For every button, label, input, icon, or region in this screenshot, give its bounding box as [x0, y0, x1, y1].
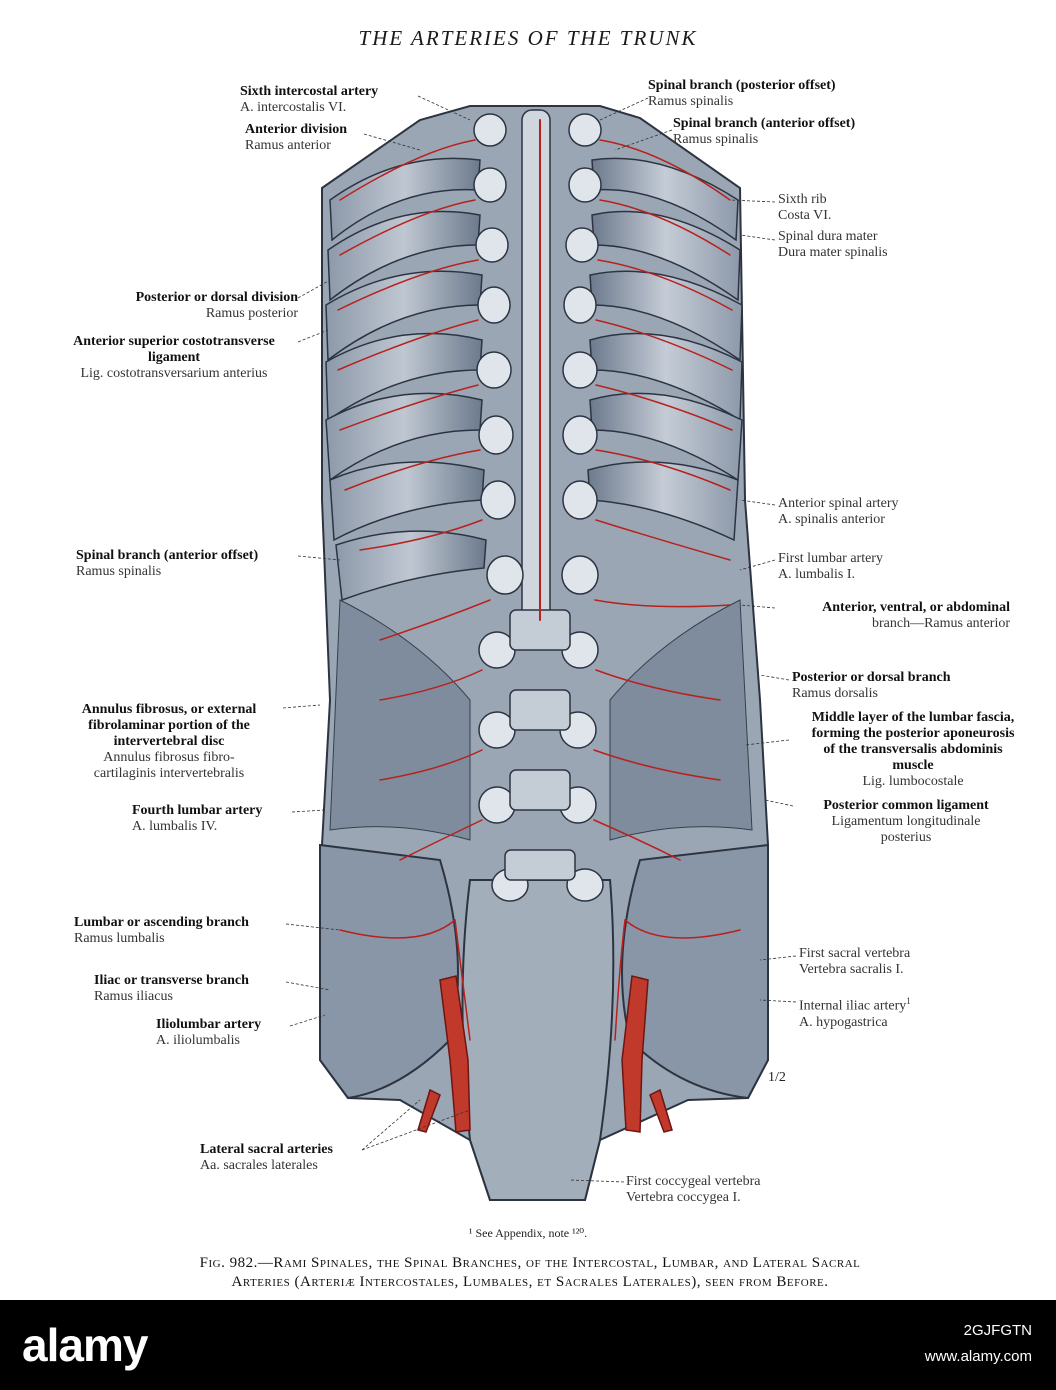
- label-lateral-sacral-arteries: Lateral sacral arteries Aa. sacrales lat…: [200, 1142, 333, 1173]
- label-first-sacral-vertebra: First sacral vertebra Vertebra sacralis …: [799, 946, 911, 977]
- vertebrae: [473, 113, 604, 902]
- label-costotransverse-ligament: Anterior superior costotransverse ligame…: [73, 334, 275, 381]
- spinal-dura: [521, 109, 551, 631]
- label-posterior-dorsal-division: Posterior or dorsal division Ramus poste…: [135, 290, 298, 321]
- ribs-left: [325, 157, 487, 602]
- caption-line-2: Arteries (Arteriæ Intercostales, Lumbale…: [231, 1274, 829, 1290]
- footnote: ¹ See Appendix, note ¹²⁰.: [468, 1226, 588, 1240]
- pelvis: [319, 843, 769, 1201]
- label-lumbar-ascending-branch: Lumbar or ascending branch Ramus lumbali…: [74, 915, 249, 946]
- label-spinal-branch-posterior-offset: Spinal branch (posterior offset) Ramus s…: [648, 78, 836, 109]
- caption-line-1: Fig. 982.—Rami Spinales, the Spinal Bran…: [199, 1255, 861, 1271]
- arteries: [337, 119, 741, 1041]
- ribs-right: [587, 157, 743, 542]
- label-internal-iliac-artery: Internal iliac artery1 A. hypogastrica: [799, 996, 911, 1030]
- label-anterior-division: Anterior division Ramus anterior: [245, 122, 348, 153]
- label-spinal-branch-anterior-offset-top: Spinal branch (anterior offset) Ramus sp…: [673, 116, 856, 147]
- label-first-coccygeal-vertebra: First coccygeal vertebra Vertebra coccyg…: [626, 1174, 761, 1205]
- label-iliac-transverse-branch: Iliac or transverse branch Ramus iliacus: [94, 973, 249, 1004]
- label-posterior-dorsal-branch: Posterior or dorsal branch Ramus dorsali…: [792, 670, 951, 701]
- label-lumbar-fascia: Middle layer of the lumbar fascia, formi…: [811, 710, 1015, 789]
- leader-lines: [282, 95, 797, 1183]
- figure-caption: Fig. 982.—Rami Spinales, the Spinal Bran…: [40, 1254, 1020, 1292]
- label-sixth-rib: Sixth rib Costa VI.: [778, 192, 832, 223]
- label-annulus-fibrosus: Annulus fibrosus, or external fibrolamin…: [81, 702, 257, 781]
- lumbar-column: [504, 609, 576, 881]
- label-spinal-dura-mater: Spinal dura mater Dura mater spinalis: [778, 229, 888, 260]
- internal-iliac-arteries: [417, 975, 673, 1133]
- label-anterior-spinal-artery: Anterior spinal artery A. spinalis anter…: [778, 496, 899, 527]
- label-sixth-intercostal-artery: Sixth intercostal artery A. intercostali…: [240, 84, 379, 115]
- label-abdominal-branch: Anterior, ventral, or abdominal branch—R…: [822, 600, 1010, 631]
- image-id: 2GJFGTN: [963, 1322, 1032, 1339]
- label-first-lumbar-artery: First lumbar artery A. lumbalis I.: [778, 551, 883, 582]
- label-spinal-branch-anterior-offset-left: Spinal branch (anterior offset) Ramus sp…: [76, 548, 259, 579]
- trunk-arteries-illustration: [282, 95, 797, 1201]
- label-iliolumbar-artery: Iliolumbar artery A. iliolumbalis: [156, 1017, 262, 1048]
- page-title: THE ARTERIES OF THE TRUNK: [358, 26, 698, 50]
- label-fourth-lumbar-artery: Fourth lumbar artery A. lumbalis IV.: [132, 803, 263, 834]
- alamy-logo: alamy: [22, 1319, 148, 1371]
- stock-banner: alamy 2GJFGTN www.alamy.com: [0, 1300, 1056, 1390]
- label-posterior-common-ligament: Posterior common ligament Ligamentum lon…: [823, 798, 989, 845]
- banner-url: www.alamy.com: [924, 1348, 1032, 1365]
- scale-mark: 1/2: [768, 1070, 786, 1085]
